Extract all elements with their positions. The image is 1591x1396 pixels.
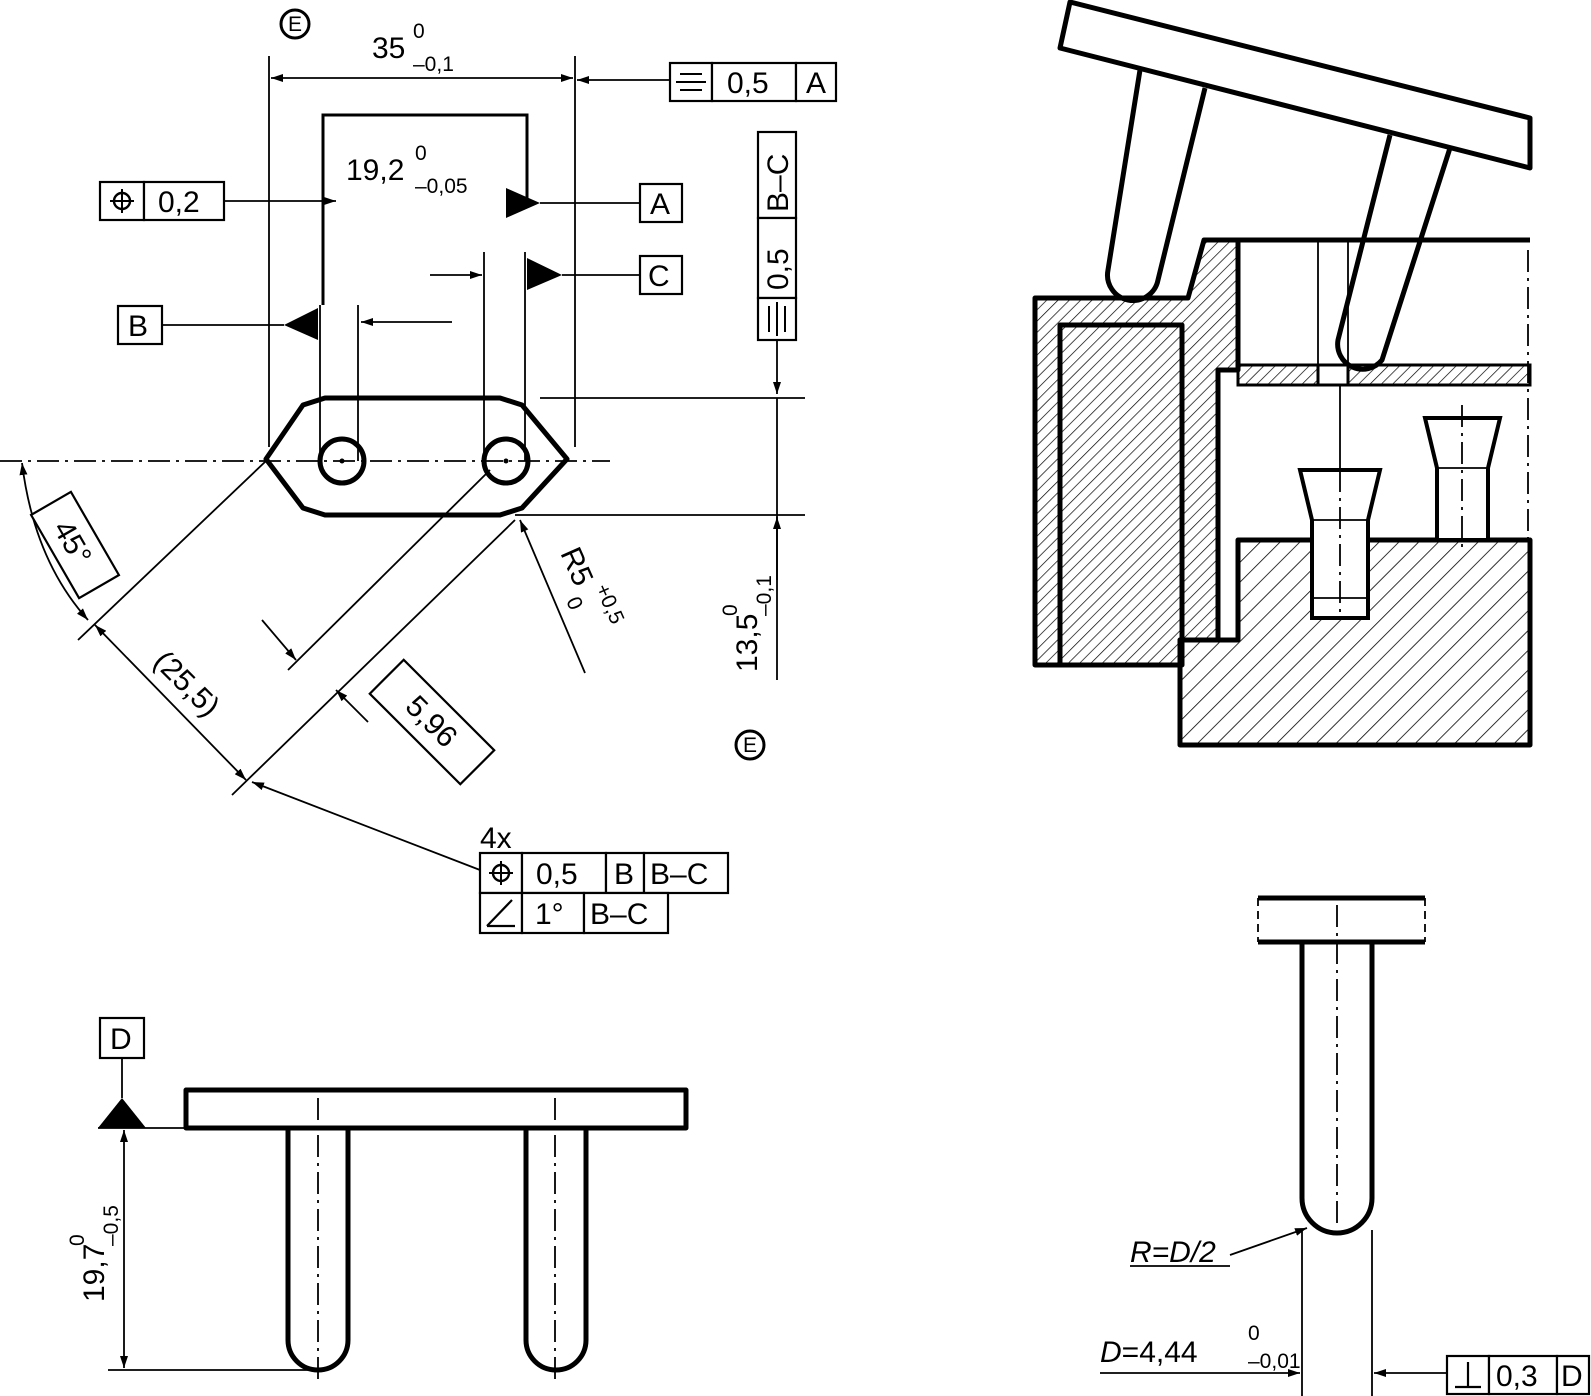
svg-text:0: 0 [719, 604, 742, 616]
dim-ref-label: (25,5) [147, 645, 226, 724]
dim-pin-offset-box: 5,96 [368, 658, 496, 786]
side-dim-label: 19,7 0 –0,5 [66, 1205, 123, 1302]
position-icon-multi [489, 861, 513, 885]
radius-note-leader [1229, 1227, 1308, 1256]
fcf-symmetry-a: 0,5 A [668, 61, 838, 103]
svg-text:A: A [806, 67, 826, 100]
dim-angle-box: 45° [29, 490, 121, 600]
position-icon [110, 189, 134, 213]
svg-text:D: D [1561, 1360, 1583, 1393]
plug-outline [263, 395, 570, 518]
dim-width-label: 35 [372, 32, 405, 65]
datum-d-triangle [98, 1098, 146, 1128]
plug-plate [1057, 0, 1533, 171]
plug-pin-b [1335, 134, 1453, 372]
section-mark-top [279, 8, 311, 40]
dim-pin-spacing-label: 19,2 [346, 154, 404, 187]
dim-radius-label: R5 +0,5 0 [554, 542, 629, 627]
socket-outer [1032, 237, 1241, 668]
datum-c-triangle [527, 258, 562, 290]
fcf-symmetry-bc: B–C 0,5 [756, 130, 798, 342]
svg-text:0: 0 [1248, 1322, 1260, 1345]
perpendicularity-icon [1455, 1362, 1481, 1389]
datum-c-box [638, 254, 684, 296]
radius-leader [519, 519, 586, 674]
radius-note: R=D/2 [1130, 1236, 1216, 1269]
section-mark-bottom [734, 729, 766, 761]
dim-ref-line [94, 624, 247, 781]
svg-text:B–C: B–C [762, 154, 795, 212]
side-view: 19,7 0 –0,5 D [66, 1016, 689, 1380]
top-view: 35 0 –0,1 E E 0,5 A 19,2 0 –0,05 [0, 8, 838, 935]
pin-detail: R=D/2 D=4,44 0 –0,01 0,3 D [1100, 895, 1591, 1396]
svg-text:–0,5: –0,5 [100, 1205, 123, 1246]
socket-base [1177, 537, 1533, 748]
datum-a-triangle [506, 188, 540, 218]
svg-text:B–C: B–C [650, 858, 708, 891]
socket-ledge [1236, 363, 1532, 387]
svg-text:C: C [648, 260, 670, 293]
svg-text:A: A [650, 188, 670, 221]
svg-text:0: 0 [66, 1234, 89, 1246]
detail-pin [1299, 942, 1375, 1236]
svg-text:0,5: 0,5 [727, 67, 769, 100]
side-pin-right [523, 1128, 589, 1373]
datum-a-box [638, 182, 684, 224]
svg-text:+0,5: +0,5 [591, 580, 629, 627]
plug-head [183, 1087, 689, 1131]
svg-text:E: E [743, 734, 757, 757]
svg-text:–0,05: –0,05 [415, 175, 468, 198]
datum-d-box [98, 1016, 146, 1060]
svg-text:0,5: 0,5 [762, 248, 795, 290]
svg-text:0: 0 [561, 593, 587, 613]
fcf-multi: 0,5 B B–C 1° B–C [478, 851, 730, 935]
datum-b-triangle [284, 308, 318, 340]
svg-text:–0,01: –0,01 [1248, 1350, 1301, 1373]
fcf-position: 0,2 [98, 180, 226, 222]
section-view [1032, 0, 1533, 748]
svg-text:0,2: 0,2 [158, 186, 200, 219]
svg-text:19,7: 19,7 [78, 1244, 111, 1302]
svg-text:1°: 1° [535, 898, 564, 931]
svg-text:0,3: 0,3 [1496, 1360, 1538, 1393]
plug-pin-a [1105, 69, 1208, 303]
svg-text:0: 0 [415, 142, 427, 165]
dim-height-label: 13,5 0 –0,1 [719, 575, 776, 672]
svg-text:B: B [128, 310, 148, 343]
fcf-perpendicularity: 0,3 D [1445, 1354, 1591, 1396]
svg-text:13,5: 13,5 [731, 614, 764, 672]
socket-cavity [1057, 322, 1185, 668]
svg-text:R5: R5 [554, 542, 600, 590]
symmetry-icon-vertical [768, 302, 786, 336]
angle-arc [19, 462, 89, 621]
diameter-label: D=4,44 [1100, 1336, 1198, 1369]
svg-text:B–C: B–C [590, 898, 648, 931]
svg-text:D: D [110, 1023, 132, 1056]
dim-width-upper: 0 [413, 20, 425, 43]
svg-text:E: E [288, 13, 302, 36]
fcf-multi-count: 4x [480, 822, 512, 855]
dim-width-lower: –0,1 [413, 53, 454, 76]
inner-outline [321, 113, 529, 305]
svg-text:–0,1: –0,1 [753, 575, 776, 616]
svg-text:0,5: 0,5 [536, 858, 578, 891]
datum-b-box [116, 304, 164, 346]
angularity-icon [486, 899, 515, 928]
svg-text:B: B [614, 858, 634, 891]
symmetry-icon [676, 73, 706, 91]
